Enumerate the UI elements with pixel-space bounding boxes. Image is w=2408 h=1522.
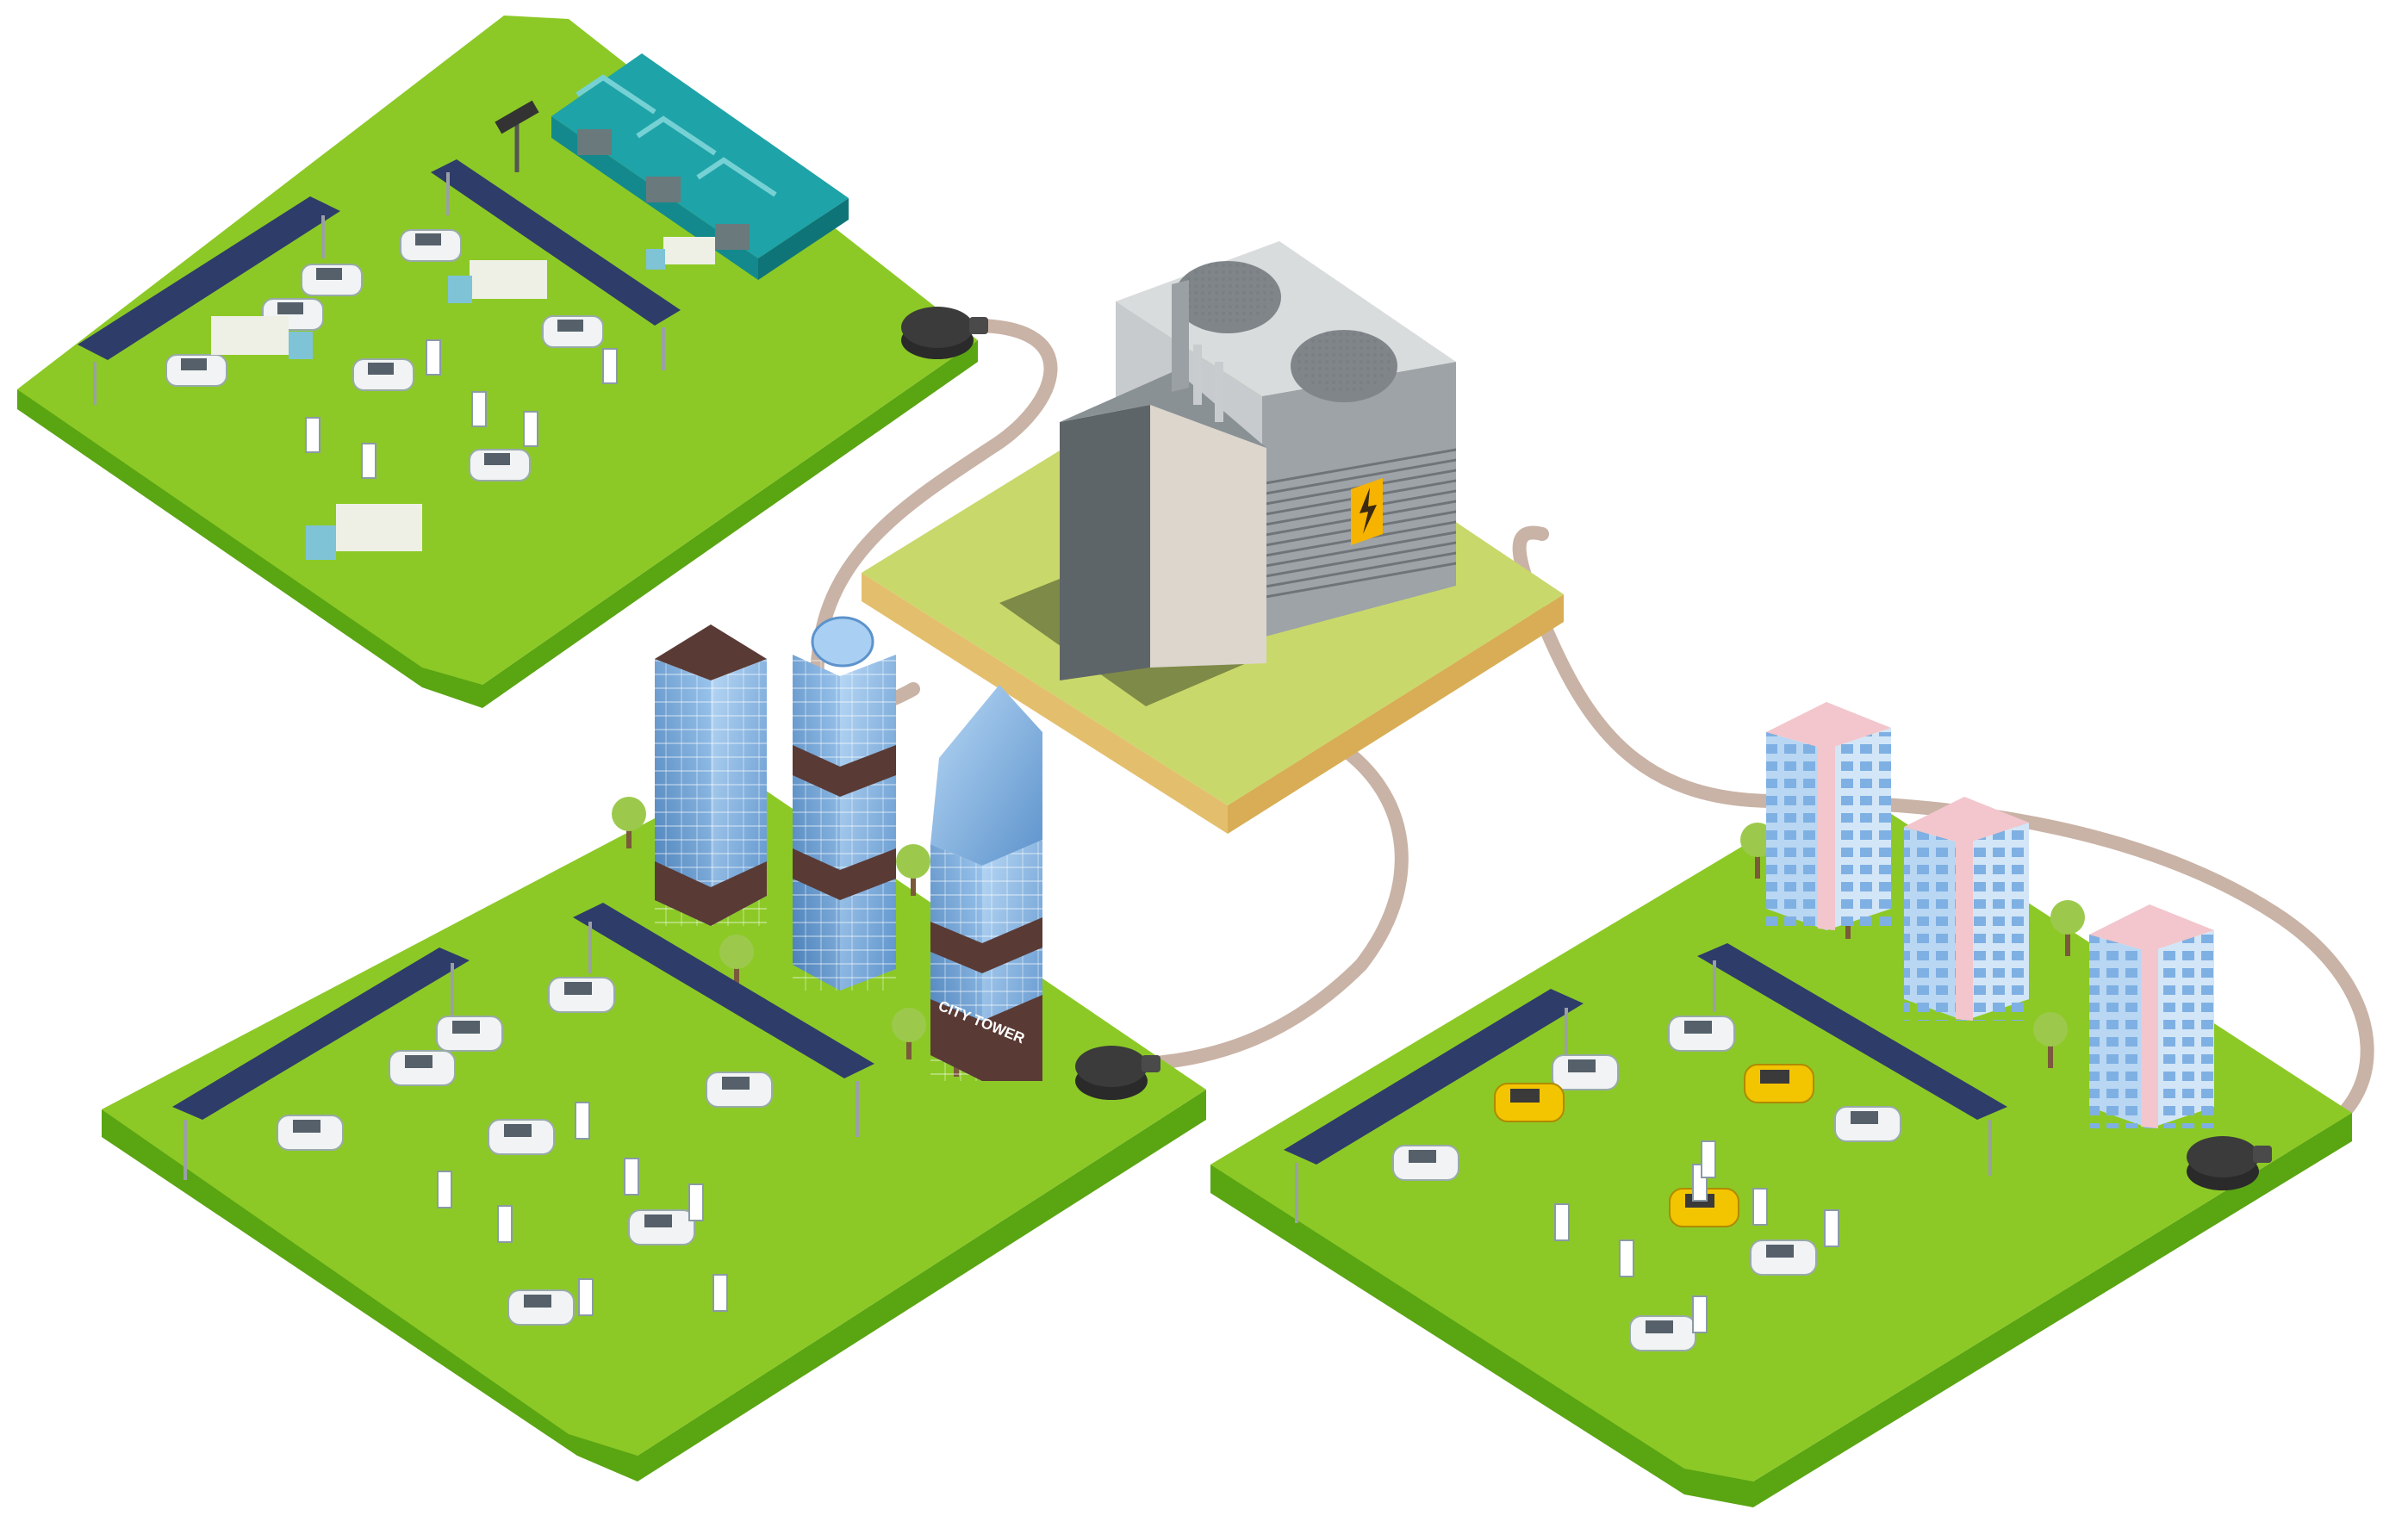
chargers-depot xyxy=(305,339,618,479)
island-business-district: CITY TOWER xyxy=(102,616,1206,1482)
car xyxy=(301,264,363,296)
car xyxy=(542,315,604,348)
car xyxy=(352,358,414,391)
island-top xyxy=(102,780,1206,1456)
apartment-3 xyxy=(2089,904,2214,1128)
apartment-2 xyxy=(1904,797,2029,1021)
car xyxy=(389,1050,456,1086)
apartment-1 xyxy=(1766,702,1891,930)
island-side xyxy=(17,340,978,708)
car xyxy=(400,229,462,262)
car xyxy=(1392,1145,1459,1181)
plug-business xyxy=(1075,1046,1160,1100)
car-yellow xyxy=(1744,1064,1814,1103)
truck xyxy=(448,260,547,303)
vehicles-business xyxy=(277,977,773,1326)
chargers-business xyxy=(437,1102,728,1316)
solar-canopy-left xyxy=(172,947,470,1180)
office-tower-1 xyxy=(655,624,767,926)
car xyxy=(628,1209,695,1246)
truck xyxy=(306,504,422,560)
solar-canopy-right xyxy=(573,903,874,1137)
car xyxy=(469,449,531,481)
vehicles-residential xyxy=(1392,1016,1901,1351)
office-tower-2 xyxy=(793,616,896,991)
car xyxy=(1834,1106,1901,1142)
car xyxy=(1629,1315,1696,1351)
car xyxy=(507,1289,575,1326)
solar-canopy-right xyxy=(431,159,681,370)
plug-residential xyxy=(2187,1136,2272,1190)
office-tower-3: CITY TOWER xyxy=(930,685,1042,1081)
hub-side-left xyxy=(862,573,1228,834)
island-residential-area xyxy=(1210,702,2352,1507)
plant-building xyxy=(1060,280,1266,680)
car xyxy=(1750,1239,1817,1276)
car xyxy=(706,1072,773,1108)
island-logistics-depot xyxy=(17,16,988,708)
island-top xyxy=(1210,805,2352,1482)
solar-canopy-left xyxy=(78,196,340,405)
truck xyxy=(211,316,313,359)
truck xyxy=(646,237,715,270)
car xyxy=(165,354,227,387)
car xyxy=(277,1115,344,1151)
car xyxy=(548,977,615,1013)
plug-depot xyxy=(901,307,988,359)
lightning-bolt-icon xyxy=(1351,478,1383,545)
solar-canopy-right xyxy=(1697,943,2007,1176)
car xyxy=(1668,1016,1735,1052)
car xyxy=(1552,1054,1619,1090)
car xyxy=(488,1119,555,1155)
vehicles-depot xyxy=(165,229,715,560)
cable-plant-to-business xyxy=(1139,742,1409,1071)
power-plant-hub xyxy=(862,241,1564,834)
chargers-residential xyxy=(1554,1140,1839,1333)
hub-side-right xyxy=(1228,594,1564,834)
car-yellow xyxy=(1494,1083,1565,1122)
car xyxy=(436,1016,503,1052)
